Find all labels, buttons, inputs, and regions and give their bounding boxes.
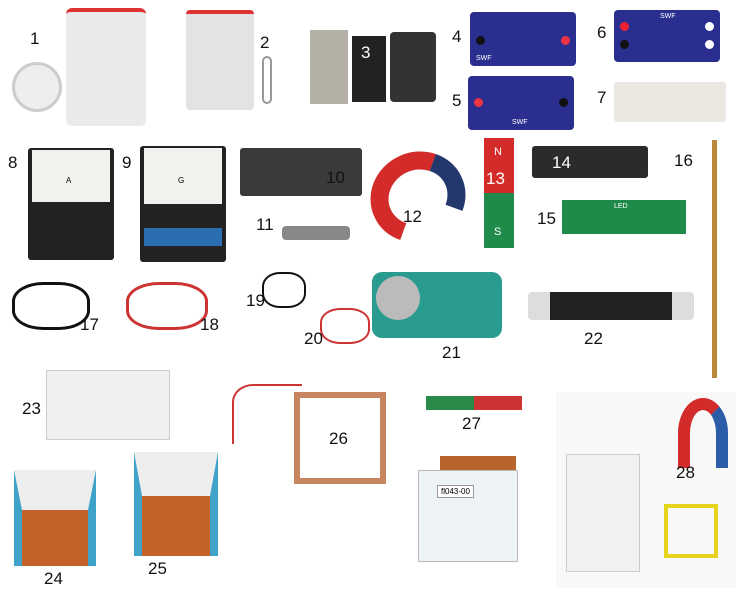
label-22: 22 <box>584 329 603 348</box>
label-9: 9 <box>122 153 132 172</box>
label-8: 8 <box>8 153 18 172</box>
label-6: 6 <box>597 23 607 42</box>
switch-board: SWF <box>470 12 576 66</box>
label-18: 18 <box>200 315 219 334</box>
ammeter: A <box>28 148 114 260</box>
paperclip <box>262 56 272 104</box>
brand-label: SWF <box>512 119 528 126</box>
motor-model <box>426 396 522 410</box>
coil-box <box>46 370 170 440</box>
led-board: SWF <box>468 76 574 130</box>
label-21: 21 <box>442 343 461 362</box>
short-black-lead <box>262 272 306 308</box>
led-label: LED <box>614 203 628 210</box>
copper-coils <box>440 456 516 470</box>
label-17: 17 <box>80 315 99 334</box>
device-tag: fl043-00 <box>437 485 474 498</box>
acrylic-stand: fl043-00 <box>418 470 518 562</box>
label-14: 14 <box>552 153 571 172</box>
metal-block <box>310 30 348 104</box>
label-26: 26 <box>329 429 348 448</box>
iron-block <box>240 148 362 196</box>
label-3: 3 <box>361 43 371 62</box>
label-25: 25 <box>148 559 167 578</box>
paperclips-bag <box>186 10 254 110</box>
electric-bell <box>372 272 502 338</box>
label-12: 12 <box>403 207 422 226</box>
ferrite-bar <box>532 146 648 178</box>
label-24: 24 <box>44 569 63 588</box>
red-leads <box>126 282 208 330</box>
brass-rod <box>712 140 717 378</box>
black-leads <box>12 282 90 330</box>
battery-holder <box>614 82 726 122</box>
label-16: 16 <box>674 151 693 170</box>
label-11: 11 <box>256 215 274 234</box>
label-2: 2 <box>260 33 270 52</box>
alligator-clip <box>282 226 350 240</box>
dark-plate <box>390 32 436 102</box>
yellow-loop <box>664 504 718 558</box>
label-13: 13 <box>486 169 505 188</box>
meter-letter: A <box>66 176 72 185</box>
led-pcb: LED <box>562 200 686 234</box>
label-28: 28 <box>676 463 695 482</box>
label-20: 20 <box>304 329 323 348</box>
coil-large <box>14 470 96 566</box>
compass <box>12 62 62 112</box>
south-label: S <box>494 226 502 238</box>
label-10: 10 <box>326 168 345 187</box>
label-4: 4 <box>452 27 462 46</box>
label-27: 27 <box>462 414 481 433</box>
label-1: 1 <box>30 29 40 48</box>
frame-plate <box>352 36 386 102</box>
white-board <box>566 454 640 572</box>
label-19: 19 <box>246 291 265 310</box>
horseshoe-magnet <box>355 135 481 259</box>
relay-board: SWF <box>614 10 720 62</box>
brand-label: SWF <box>660 13 676 20</box>
label-15: 15 <box>537 209 556 228</box>
label-5: 5 <box>452 91 462 110</box>
label-23: 23 <box>22 399 41 418</box>
bar-magnet-vertical: N S <box>484 138 514 248</box>
label-7: 7 <box>597 88 607 107</box>
small-horseshoe-magnet <box>678 398 728 468</box>
galvanometer: G <box>140 146 226 262</box>
coil-small <box>134 452 218 556</box>
north-label: N <box>494 146 502 158</box>
rheostat <box>528 292 694 320</box>
short-red-lead <box>320 308 370 344</box>
coil-leads <box>232 384 302 444</box>
magnet-needles-bag <box>66 8 146 126</box>
meter-letter: G <box>178 176 185 185</box>
brand-label: SWF <box>476 55 492 62</box>
